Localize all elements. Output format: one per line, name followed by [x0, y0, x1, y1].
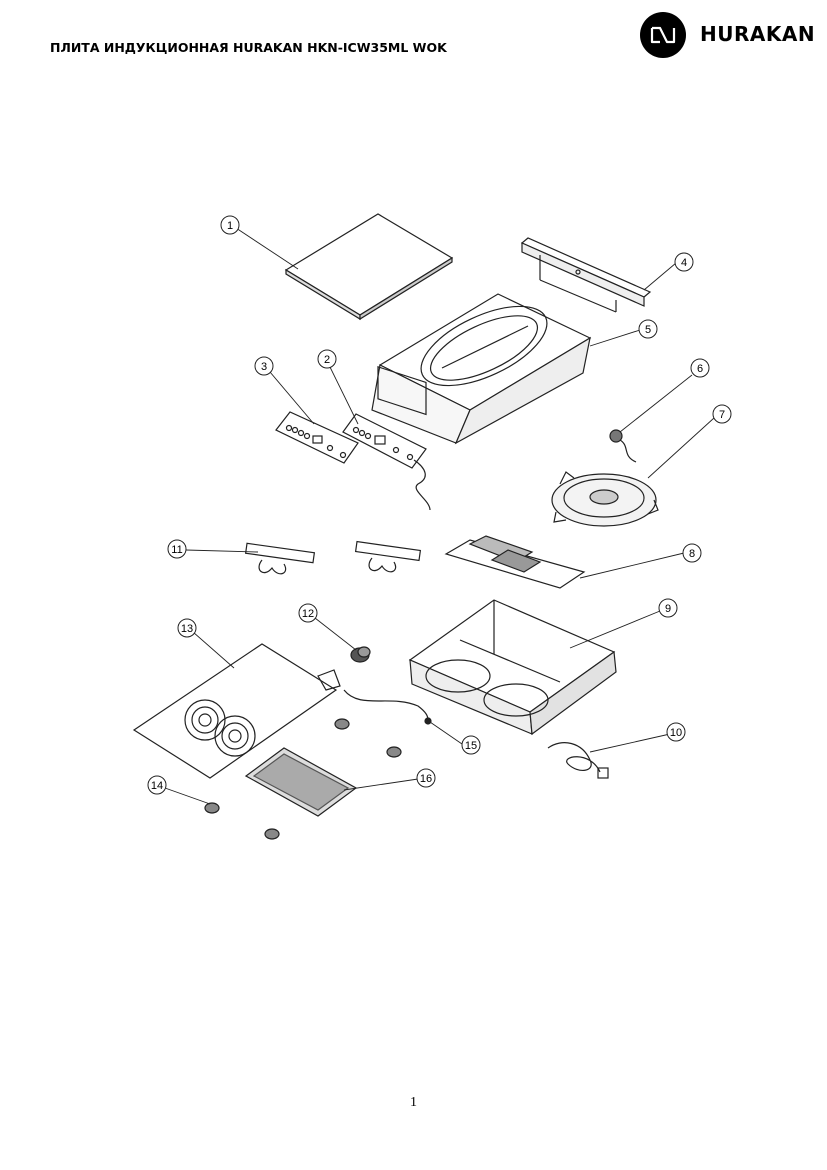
- document-title: ПЛИТА ИНДУКЦИОННАЯ HURAKAN HKN-ICW35ML W…: [50, 40, 447, 55]
- callout-15: 15: [461, 735, 481, 755]
- part-knob: [350, 646, 371, 663]
- callout-text: 13: [181, 623, 193, 635]
- brand-logo: HURAKAN: [640, 12, 820, 58]
- callout-text: 11: [171, 544, 182, 556]
- part-cable: [343, 689, 432, 725]
- part-induction-coil: [551, 471, 659, 527]
- callout-text: 5: [645, 324, 651, 336]
- callout-12: 12: [298, 603, 318, 623]
- callout-13: 13: [177, 618, 197, 638]
- leader-lines: [164, 227, 715, 805]
- part-heatsink-board: [444, 535, 586, 589]
- callout-16: 16: [416, 768, 436, 788]
- part-control-board-2: [342, 413, 431, 511]
- part-bottom-plate: [132, 643, 341, 779]
- hurakan-logo-icon: [640, 12, 686, 58]
- callout-8: 8: [682, 543, 702, 563]
- page-number: 1: [410, 1095, 417, 1110]
- brand-name: HURAKAN: [700, 22, 816, 46]
- part-filter-grille: [244, 747, 358, 817]
- callout-5: 5: [638, 319, 658, 339]
- part-glass-plate: [284, 213, 454, 321]
- part-fans: [244, 540, 422, 575]
- part-sensor: [609, 429, 637, 463]
- callout-text: 10: [670, 727, 682, 739]
- callout-7: 7: [712, 404, 732, 424]
- part-power-cord: [547, 742, 609, 779]
- callout-text: 9: [665, 603, 671, 615]
- callout-text: 12: [302, 608, 314, 620]
- callout-text: 6: [697, 363, 703, 375]
- part-control-panel-3: [275, 411, 359, 464]
- callout-text: 14: [151, 780, 163, 792]
- callout-6: 6: [690, 358, 710, 378]
- callout-text: 3: [261, 361, 267, 373]
- callout-text: 1: [227, 220, 233, 232]
- callout-14: 14: [147, 775, 167, 795]
- callout-1: 1: [220, 215, 240, 235]
- callout-labels: 1 2 3 4 5 6 7 11 8 9 12 13 10 15 16 14: [147, 215, 732, 795]
- callout-text: 7: [719, 409, 725, 421]
- part-wok-housing: [371, 293, 592, 445]
- callout-11: 11: [167, 539, 187, 559]
- callout-text: 8: [689, 548, 695, 560]
- part-bracket: [520, 237, 652, 313]
- callout-text: 2: [324, 354, 330, 366]
- callout-text: 16: [420, 773, 432, 785]
- callout-text: 4: [681, 257, 687, 269]
- callout-text: 15: [465, 740, 477, 752]
- callout-2: 2: [317, 349, 337, 369]
- part-base-tray: [408, 599, 617, 736]
- callout-10: 10: [666, 722, 686, 742]
- part-feet: [204, 718, 402, 840]
- callout-3: 3: [254, 356, 274, 376]
- callout-4: 4: [674, 252, 694, 272]
- callout-9: 9: [658, 598, 678, 618]
